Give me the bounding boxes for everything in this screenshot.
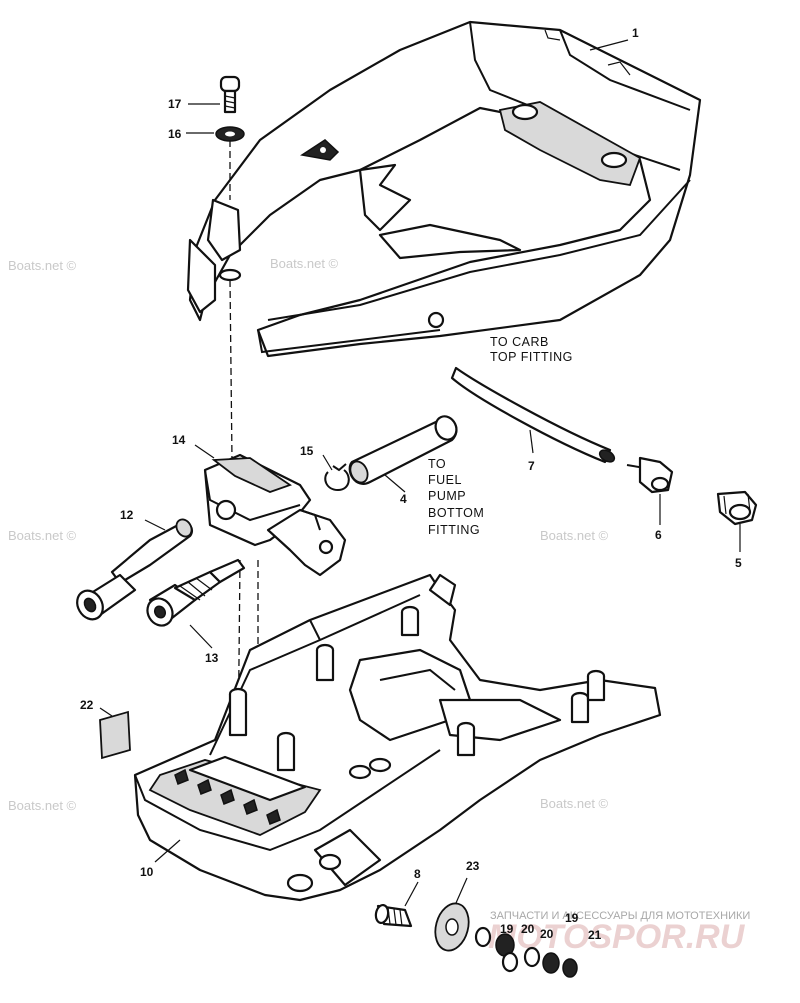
part-5-adapter [716, 490, 758, 526]
watermark-boats: Boats.net © [270, 256, 339, 271]
note-fuel-line-4: BOTTOM [428, 506, 484, 520]
label-19: 19 [500, 922, 514, 936]
note-fuel-line-1: TO [428, 457, 446, 471]
parts-19-20-21-hardware [474, 926, 578, 978]
part-10-lower-cowl [133, 573, 662, 902]
part-6-fitting [626, 456, 674, 494]
label-22: 22 [80, 698, 94, 712]
part-14-bracket [203, 453, 347, 577]
watermark-boats: Boats.net © [540, 796, 609, 811]
note-fuel-line-5: FITTING [428, 523, 480, 537]
note-fuel-line-2: FUEL [428, 473, 462, 487]
note-to-fuel-pump: TO FUEL PUMP BOTTOM FITTING [428, 457, 484, 537]
label-12: 12 [120, 508, 134, 522]
watermark-boats: Boats.net © [540, 528, 609, 543]
part-7-carb-hose [450, 366, 616, 464]
note-carb-line-2: TOP FITTING [490, 350, 573, 364]
note-carb-line-1: TO CARB [490, 335, 549, 349]
label-10: 10 [140, 865, 154, 879]
watermark-boats: Boats.net © [8, 258, 77, 273]
part-17-screw [219, 75, 241, 114]
label-17: 17 [168, 97, 182, 111]
watermark-caption: ЗАПЧАСТИ И АКСЕССУАРЫ ДЛЯ МОТОТЕХНИКИ [490, 910, 750, 922]
note-fuel-line-3: PUMP [428, 489, 466, 503]
label-15: 15 [300, 444, 314, 458]
label-6: 6 [655, 528, 662, 542]
part-13-threaded-fitting [146, 558, 246, 627]
part-22-decal [99, 710, 131, 760]
label-23: 23 [466, 859, 480, 873]
label-13: 13 [205, 651, 219, 665]
label-7: 7 [528, 459, 535, 473]
watermark-boats: Boats.net © [8, 528, 77, 543]
part-16-washer [215, 126, 245, 142]
note-to-carb: TO CARB TOP FITTING [490, 335, 573, 364]
part-1-cowl [186, 20, 702, 358]
part-12-connector-hose [76, 518, 194, 621]
part-4-fuel-hose [348, 415, 458, 485]
label-1: 1 [632, 26, 639, 40]
part-8-stud [374, 903, 413, 928]
part-23-washer [434, 902, 470, 952]
callout-numbers: 1 17 16 14 15 4 7 6 5 12 13 22 10 8 23 1… [80, 26, 742, 942]
leader-lines [99, 39, 741, 907]
label-21: 21 [588, 928, 602, 942]
label-20: 20 [521, 922, 535, 936]
label-16: 16 [168, 127, 182, 141]
part-15-clip [324, 463, 350, 492]
label-14: 14 [172, 433, 186, 447]
watermark-boats: Boats.net © [8, 798, 77, 813]
label-19: 19 [565, 911, 579, 925]
label-20: 20 [540, 927, 554, 941]
label-5: 5 [735, 556, 742, 570]
label-4: 4 [400, 492, 407, 506]
label-8: 8 [414, 867, 421, 881]
